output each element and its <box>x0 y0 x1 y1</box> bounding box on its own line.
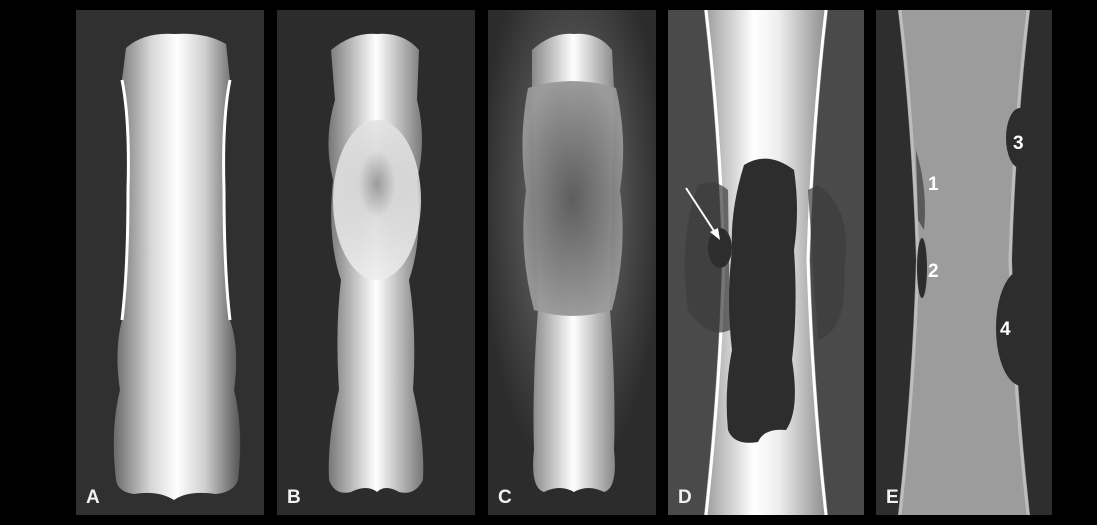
panel-c: C <box>488 10 656 515</box>
bone-d-illustration <box>668 10 864 515</box>
marker-4: 4 <box>1000 320 1011 339</box>
panel-label: C <box>498 488 512 507</box>
bone-c-illustration <box>488 10 656 515</box>
panel-label: E <box>886 488 899 507</box>
panel-e: 1 2 3 4 E <box>876 10 1052 515</box>
panel-a: A <box>76 10 264 515</box>
panel-b: B <box>277 10 475 515</box>
panel-d: D <box>668 10 864 515</box>
marker-2: 2 <box>928 262 939 281</box>
panel-label: B <box>287 488 301 507</box>
panel-label: D <box>678 488 692 507</box>
marker-3: 3 <box>1013 134 1024 153</box>
bone-e-illustration <box>876 10 1052 515</box>
bone-a-illustration <box>76 10 264 515</box>
marker-1: 1 <box>928 175 939 194</box>
panel-label: A <box>86 488 100 507</box>
bone-b-illustration <box>277 10 475 515</box>
